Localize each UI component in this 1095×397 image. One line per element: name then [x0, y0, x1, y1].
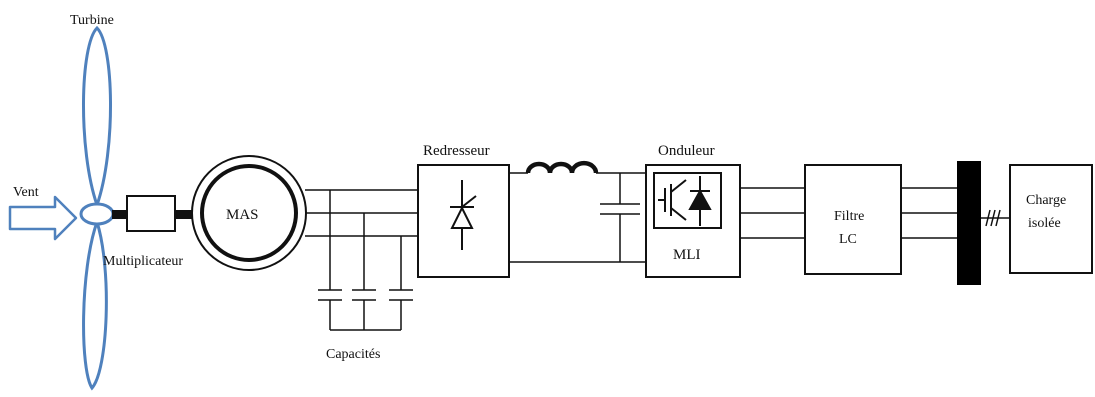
inverter-control-label: MLI [673, 247, 701, 263]
ac-lines-3 [901, 187, 957, 239]
inverter-label: Onduleur [658, 143, 715, 159]
ac-lines-2 [740, 187, 805, 239]
capacitors-label: Capacités [326, 347, 380, 362]
filter-label-line2: LC [839, 232, 857, 247]
gearbox-box [126, 195, 176, 232]
three-phase-line [981, 209, 1010, 227]
turbine-blade-lower [82, 217, 108, 391]
rectifier-label: Redresseur [423, 143, 490, 159]
filter-label-line1: Filtre [834, 209, 864, 224]
inductor-icon [525, 160, 599, 174]
load-box [1009, 164, 1093, 274]
turbine-label: Turbine [70, 13, 114, 28]
wind-arrow-icon [8, 195, 78, 241]
machine-mas [191, 155, 307, 271]
turbine-blade-upper [82, 25, 112, 210]
ac-lines-1 [305, 189, 418, 237]
inverter-box [645, 164, 741, 278]
dc-link [509, 172, 646, 263]
load-label-line1: Charge [1026, 193, 1066, 208]
shaft-left [112, 210, 127, 219]
igbt-icon [653, 172, 722, 229]
load-label-line2: isolée [1028, 216, 1061, 231]
filter-box [804, 164, 902, 275]
turbine-hub [79, 202, 115, 226]
shaft-right [175, 210, 195, 219]
wind-label: Vent [13, 185, 39, 200]
thyristor-icon [450, 180, 477, 250]
turbine [79, 25, 115, 391]
gearbox-label: Multiplicateur [103, 254, 183, 269]
machine-label: MAS [226, 207, 259, 223]
busbar [957, 161, 981, 285]
capacitor-bank [318, 190, 413, 331]
